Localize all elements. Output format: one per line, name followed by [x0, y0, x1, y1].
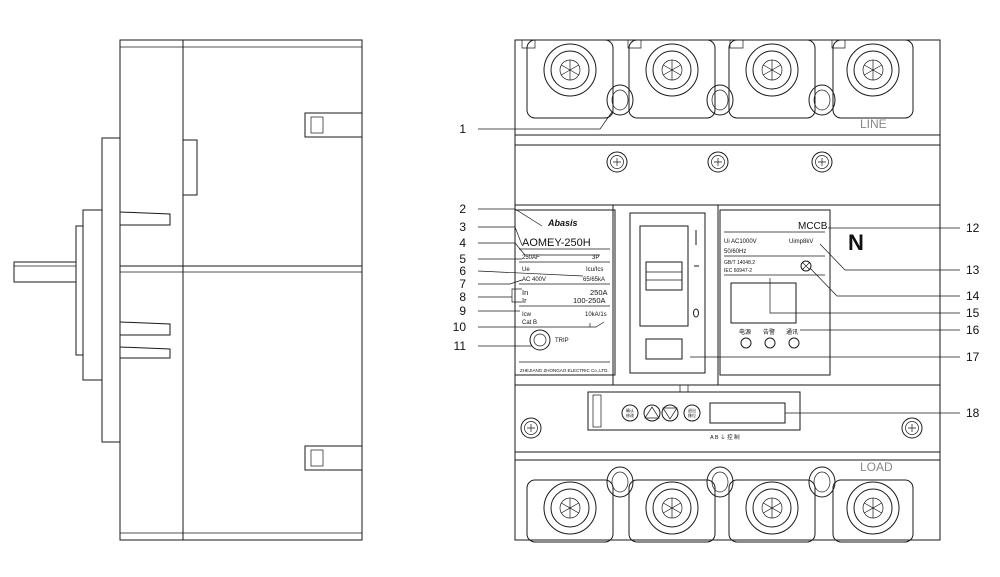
type-label: MCCB — [798, 221, 828, 232]
right-label-panel — [719, 209, 831, 376]
led-comm — [788, 337, 800, 349]
callout-16: 16 — [966, 323, 980, 337]
load-label: LOAD — [860, 460, 893, 474]
switch-frame — [612, 204, 719, 386]
bus-labels: A B ⏚ 控 制 — [710, 433, 740, 441]
load-terminals — [526, 466, 914, 543]
callout-7: 7 — [459, 277, 466, 291]
callout-15: 15 — [966, 306, 980, 320]
callout-8: 8 — [459, 290, 466, 304]
side-handle — [13, 261, 77, 283]
icw-value: 10kA/1s — [585, 312, 607, 318]
device-labels: LINE LOAD Abasis AOMEY-250H 250AF 3P Ue … — [520, 117, 893, 474]
trip-label: TRIP — [555, 338, 569, 344]
led-power — [740, 337, 752, 349]
callout-17: 17 — [966, 350, 980, 364]
neutral-mark: N — [848, 230, 864, 255]
standard-iec: IEC 60947-2 — [724, 268, 752, 274]
brand-logo: Abasis — [547, 218, 578, 228]
voltage-value: AC 400V — [522, 277, 546, 283]
back-btn-text-1: 退出 — [688, 407, 696, 413]
breaking-capacity: 65/65kA — [583, 277, 605, 283]
indicator-window — [730, 282, 797, 324]
frequency: 50/60Hz — [724, 249, 746, 255]
in-value: 250A — [590, 288, 608, 297]
uimp-rating: Uimp8kV — [789, 239, 813, 245]
callout-10: 10 — [453, 320, 467, 334]
manufacturer: ZHEJIANG ZHONGAO ELECTRIC Co.,LTD. — [520, 368, 609, 373]
back-button — [683, 404, 701, 422]
line-terminals — [526, 39, 914, 119]
icu-ics-label: Icu/Ics — [586, 267, 603, 273]
callout-5: 5 — [459, 252, 466, 266]
back-btn-text-2: 移位 — [688, 412, 696, 418]
frame-rating: 250AF — [522, 255, 540, 261]
bottom-pins — [606, 466, 836, 498]
callout-6: 6 — [459, 264, 466, 278]
ui-rating: Ui AC1000V — [724, 239, 757, 245]
indicator-comm-label: 通讯 — [786, 328, 798, 336]
category-label: Cat B — [522, 320, 537, 326]
callout-13: 13 — [966, 263, 980, 277]
callout-numbers: 1 2 3 4 5 6 7 8 9 10 11 12 13 14 15 16 1… — [453, 122, 980, 420]
top-pins — [606, 84, 836, 116]
confirm-button — [621, 404, 639, 422]
side-view — [13, 39, 363, 541]
side-body — [119, 39, 363, 541]
in-label: In — [522, 288, 528, 297]
front-view — [514, 39, 941, 543]
ir-value: 100-250A — [573, 296, 606, 305]
switch-handle — [645, 261, 683, 291]
indicator-alarm-label: 告警 — [763, 328, 775, 336]
display-module — [587, 391, 801, 431]
confirm-btn-text-2: 修改 — [626, 412, 634, 418]
icw-label: Icw — [522, 312, 532, 318]
ir-label: Ir — [522, 296, 527, 305]
standard-gb: GB/T 14048.2 — [724, 260, 755, 266]
indicator-power-label: 电源 — [739, 328, 751, 336]
lcd-display — [709, 402, 786, 424]
cover-screws — [520, 151, 923, 439]
confirm-btn-text-1: 确认 — [626, 407, 634, 413]
callout-14: 14 — [966, 289, 980, 303]
trip-button — [529, 329, 551, 351]
callout-2: 2 — [459, 202, 466, 216]
callout-4: 4 — [459, 236, 466, 250]
callout-11: 11 — [454, 339, 467, 353]
model-name: AOMEY-250H — [522, 237, 591, 249]
callout-9: 9 — [459, 304, 466, 318]
pole-count: 3P — [592, 255, 599, 261]
left-label-panel — [514, 209, 616, 376]
leader-lines — [477, 111, 960, 414]
callout-1: 1 — [459, 122, 466, 136]
led-alarm — [764, 337, 776, 349]
callout-12: 12 — [966, 221, 980, 235]
ue-label: Ue — [522, 267, 530, 273]
callout-3: 3 — [459, 220, 466, 234]
line-label: LINE — [860, 117, 887, 131]
callout-18: 18 — [966, 406, 980, 420]
